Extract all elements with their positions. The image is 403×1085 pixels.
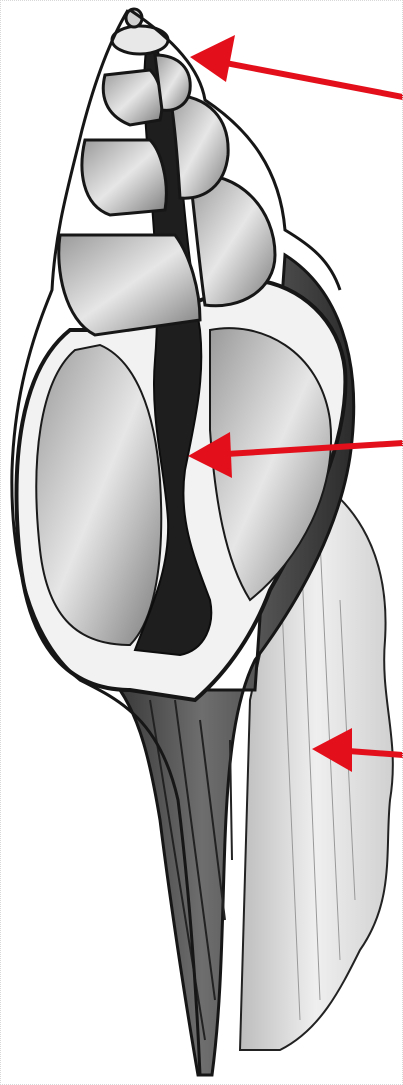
- whorl-1-right: [155, 55, 190, 110]
- whorl-1: [103, 70, 162, 125]
- red-arrow-icon: [190, 35, 403, 97]
- whorl-3: [59, 235, 200, 335]
- whorl-2: [82, 140, 166, 215]
